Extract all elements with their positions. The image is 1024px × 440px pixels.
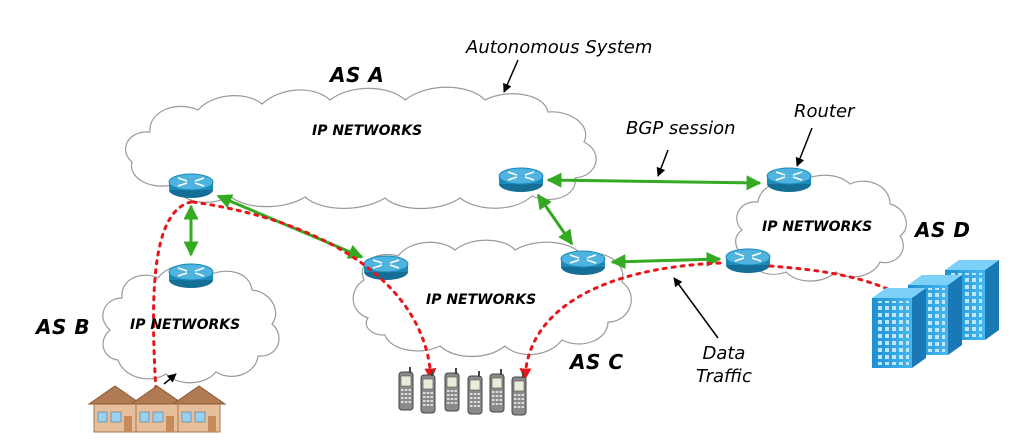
data-traffic-label-line-1: Data bbox=[702, 343, 746, 364]
as-b-cloud-pointer bbox=[163, 373, 177, 385]
bgp-session-label: BGP session bbox=[626, 118, 736, 139]
as-d-network-label: IP NETWORKS bbox=[762, 219, 873, 235]
as-a-network-label: IP NETWORKS bbox=[312, 123, 423, 139]
bgp-link-c2-d2 bbox=[610, 251, 722, 270]
cloud-as-d bbox=[735, 174, 907, 282]
house-icon bbox=[172, 385, 226, 433]
house-icon bbox=[130, 385, 184, 433]
router-icon bbox=[766, 167, 812, 193]
router-icon bbox=[560, 250, 606, 276]
as-d-label: AS D bbox=[915, 218, 971, 242]
as-c-label: AS C bbox=[570, 350, 624, 374]
router-icon bbox=[168, 263, 214, 289]
autonomous-system-label: Autonomous System bbox=[466, 37, 653, 58]
as-c-network-label: IP NETWORKS bbox=[426, 292, 537, 308]
cloud-as-c bbox=[352, 239, 632, 357]
data-traffic-paths bbox=[150, 200, 915, 411]
office-building-icon bbox=[872, 288, 926, 368]
mobile-phone-icon bbox=[420, 369, 436, 414]
router-icon bbox=[168, 173, 214, 199]
router-label: Router bbox=[794, 101, 855, 122]
as-a-label: AS A bbox=[330, 63, 385, 87]
data-traffic-label-line-2: Traffic bbox=[696, 366, 752, 387]
traffic-path-houses bbox=[150, 200, 193, 411]
mobile-phone-icon bbox=[489, 368, 505, 413]
mobile-phone-icon bbox=[467, 370, 483, 415]
data-traffic-pointer bbox=[673, 277, 719, 339]
mobile-phone-icon bbox=[398, 366, 414, 411]
router-pointer bbox=[795, 127, 813, 167]
as-b-network-label: IP NETWORKS bbox=[130, 317, 241, 333]
annotation-arrows bbox=[163, 59, 813, 385]
traffic-path-buildings bbox=[768, 264, 915, 304]
data-traffic-label: Data Traffic bbox=[696, 342, 752, 388]
house-icon bbox=[88, 385, 142, 433]
router-icon bbox=[725, 248, 771, 274]
bgp-link-a2-d1 bbox=[546, 172, 762, 191]
mobile-phone-icon bbox=[444, 367, 460, 412]
mobile-phone-icon bbox=[511, 371, 527, 416]
autonomous-system-pointer bbox=[503, 59, 519, 93]
cloud-as-b bbox=[102, 265, 280, 384]
traffic-path-phones-left bbox=[191, 200, 437, 381]
traffic-path-phones-right bbox=[519, 261, 722, 381]
bgp-session-pointer bbox=[656, 149, 669, 177]
as-b-label: AS B bbox=[36, 315, 91, 339]
bgp-link-a2-c2 bbox=[536, 193, 574, 246]
router-icon bbox=[498, 167, 544, 193]
